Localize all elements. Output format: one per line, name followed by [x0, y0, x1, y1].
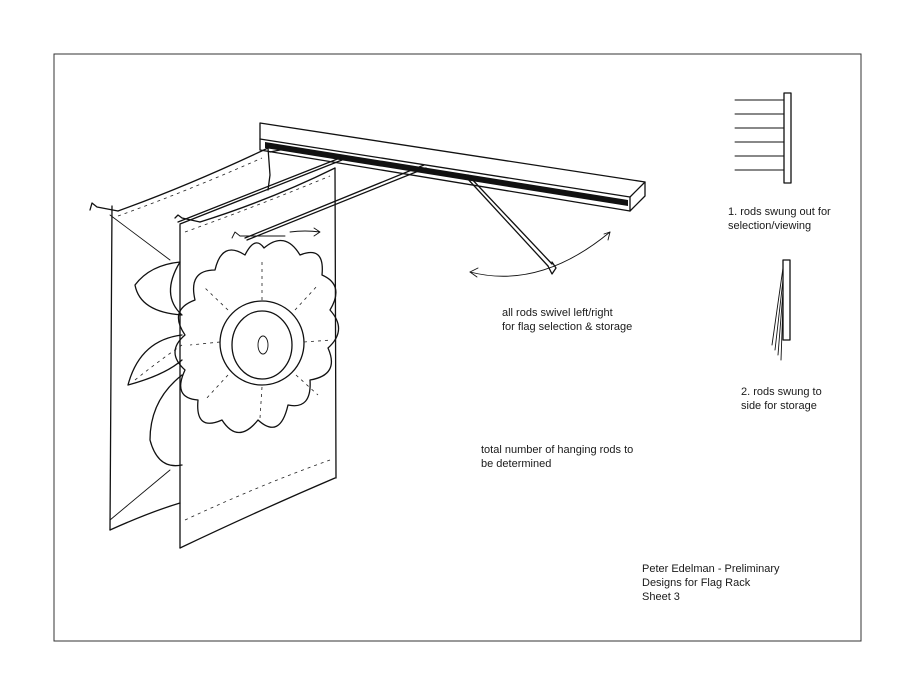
- title-block: Peter Edelman - Preliminary Designs for …: [642, 563, 780, 603]
- detail-one-caption: 1. rods swung out for selection/viewing: [728, 206, 831, 232]
- drawing-border: [53, 53, 862, 642]
- front-flag: [174, 167, 337, 549]
- swivel-arc-arrow: [469, 231, 611, 278]
- detail-rods-swung-out: [734, 92, 792, 184]
- back-flag: [89, 147, 271, 531]
- detail-rods-swung-side: [771, 259, 791, 361]
- swivel-note: all rods swivel left/right for flag sele…: [502, 307, 633, 333]
- rods-count-note: total number of hanging rods to be deter…: [481, 444, 634, 470]
- flower-motif: [174, 239, 340, 434]
- swivel-rods: [177, 147, 557, 275]
- detail-two-caption: 2. rods swung to side for storage: [741, 386, 822, 412]
- wall-mount-bar: [259, 122, 646, 212]
